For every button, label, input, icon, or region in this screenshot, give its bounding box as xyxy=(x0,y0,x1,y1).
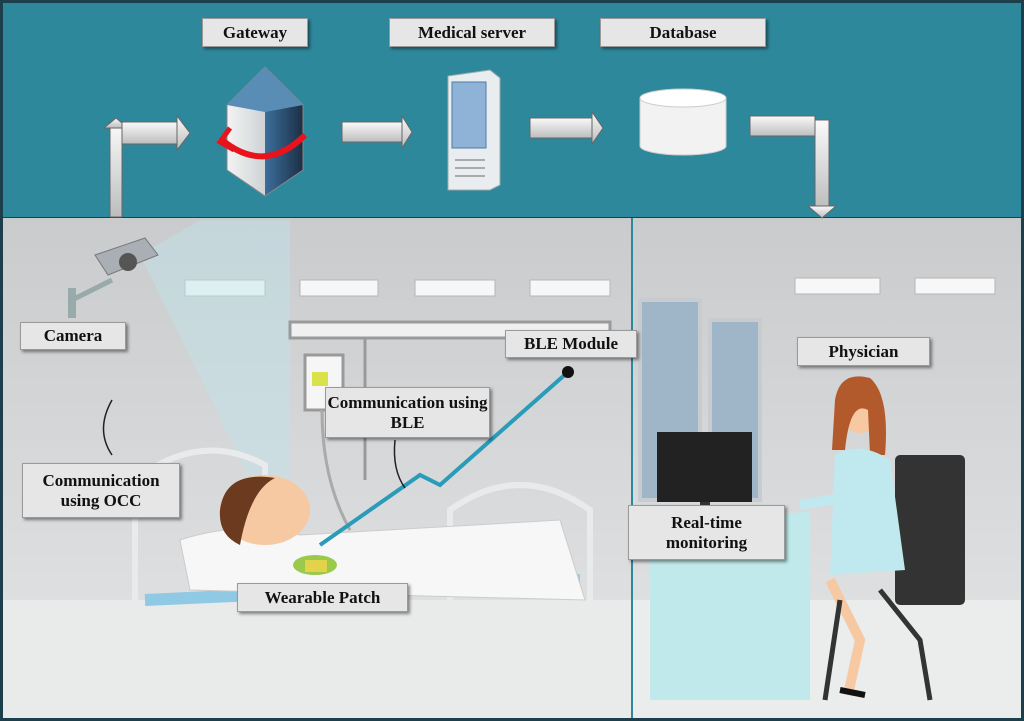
wearable-patch-label: Wearable Patch xyxy=(237,583,408,612)
medical-server-icon xyxy=(447,69,501,191)
realtime-monitoring-label: Real-time monitoring xyxy=(628,505,785,560)
physician-icon xyxy=(799,376,965,701)
physician-label: Physician xyxy=(797,337,930,366)
gateway-label: Gateway xyxy=(202,18,308,47)
database-label: Database xyxy=(600,18,766,47)
camera-label: Camera xyxy=(20,322,126,350)
medical-server-label: Medical server xyxy=(389,18,555,47)
comm-occ-label: Communication using OCC xyxy=(22,463,180,518)
ceiling-lights xyxy=(184,277,996,297)
comm-ble-label: Communication using BLE xyxy=(325,387,490,438)
ble-signal-icon xyxy=(318,370,570,547)
database-icon xyxy=(639,88,727,156)
gateway-icon xyxy=(216,66,308,197)
monitor-icon xyxy=(657,432,752,512)
ble-module-label: BLE Module xyxy=(505,330,637,358)
ble-module-dot xyxy=(562,366,574,378)
flow-arrow-icon xyxy=(102,110,838,219)
camera-view-cone xyxy=(140,220,290,560)
patient-icon xyxy=(219,475,337,575)
camera-icon xyxy=(68,237,159,318)
